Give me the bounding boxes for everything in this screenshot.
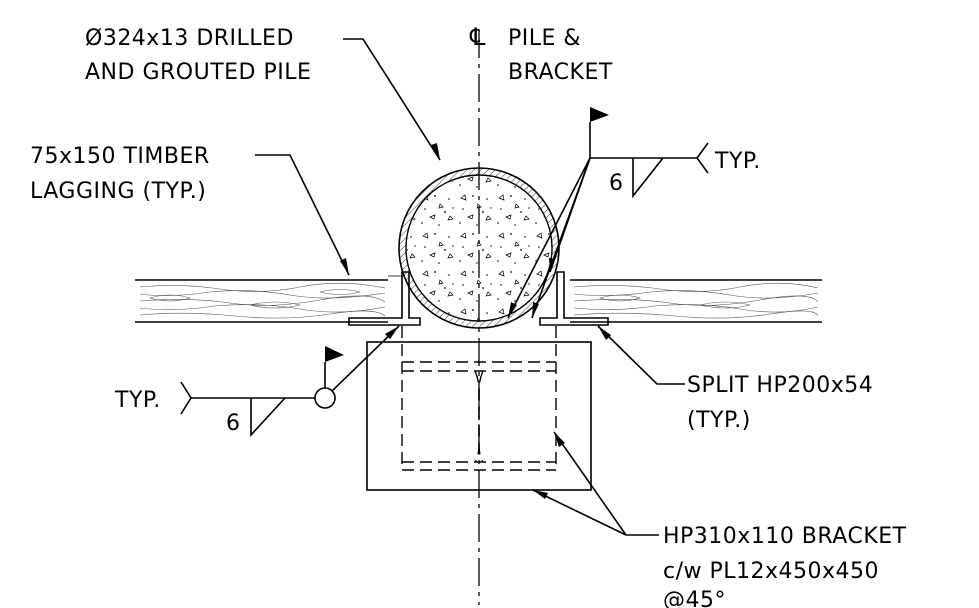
pile-leader (343, 38, 441, 161)
weld-symbol-left (180, 325, 400, 438)
weld-top-typ: TYP. (714, 149, 761, 174)
bracket-leader (532, 431, 659, 536)
split-label-line1: SPLIT HP200x54 (687, 373, 873, 398)
timber-lagging-left (135, 279, 388, 323)
lagging-leader (255, 154, 350, 276)
split-leader (597, 325, 685, 385)
centerline-label-line1: PILE & (508, 26, 581, 51)
centerline-label-line2: BRACKET (508, 60, 613, 85)
timber-lagging-right (570, 279, 822, 323)
weld-left-size: 6 (226, 411, 241, 436)
centerline-symbol: ℄ (469, 23, 486, 51)
bracket-label-line1: HP310x110 BRACKET (663, 524, 907, 549)
bracket-label-line2: c/w PL12x450x450 (663, 559, 879, 584)
split-hp200-right (539, 271, 609, 326)
drilled-pile-section (398, 167, 560, 329)
pile-label-line1: Ø324x13 DRILLED (85, 26, 294, 51)
lagging-label-line1: 75x150 TIMBER (30, 144, 210, 169)
pile-label-line2: AND GROUTED PILE (85, 60, 311, 85)
split-label-line2: (TYP.) (687, 408, 751, 433)
weld-left-typ: TYP. (114, 388, 161, 413)
lagging-label-line2: LAGGING (TYP.) (30, 179, 206, 204)
weld-symbol-top (507, 107, 709, 319)
weld-top-size: 6 (609, 171, 624, 196)
bracket-label-line3: @45° (663, 588, 726, 608)
